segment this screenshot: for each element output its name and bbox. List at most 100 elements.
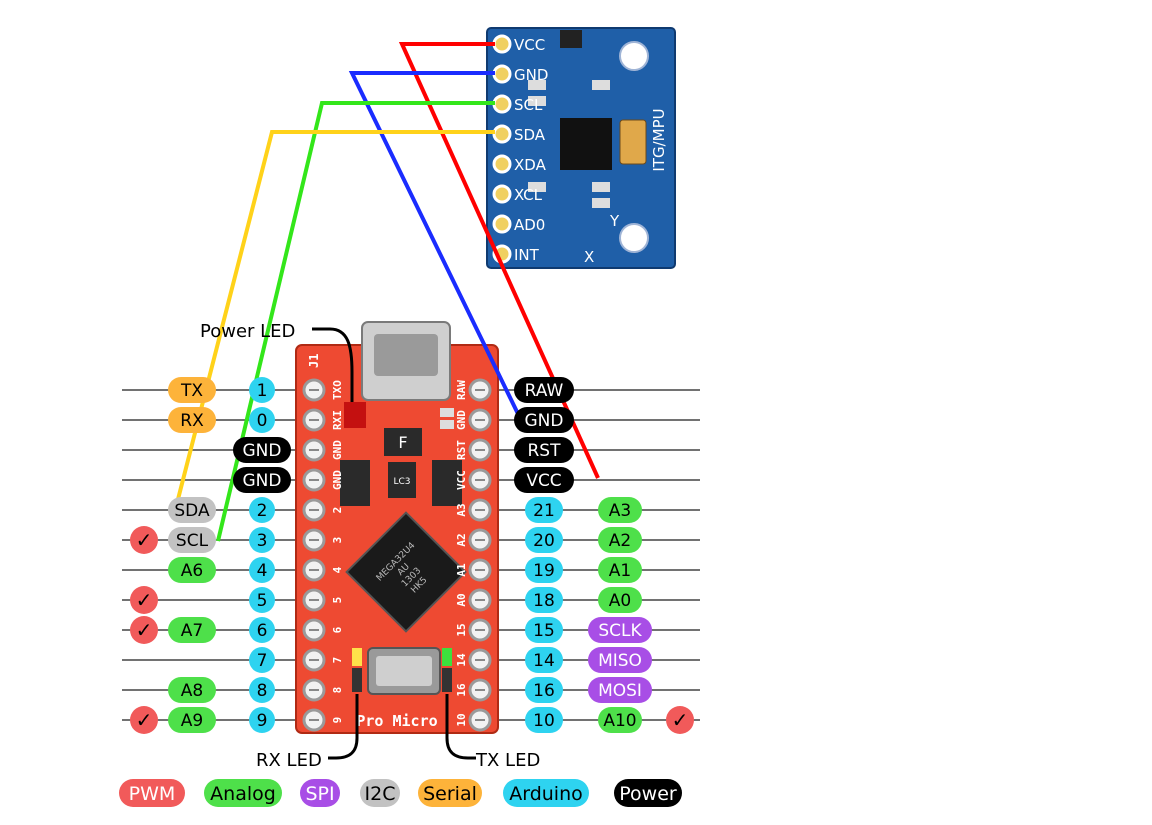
check-icon: ✓ bbox=[672, 708, 689, 732]
silk-right-label: A1 bbox=[455, 563, 468, 577]
mpu-pin-sda: SDA bbox=[514, 126, 546, 144]
right-pin-func-text: A3 bbox=[609, 501, 631, 521]
mpu-pin-xcl: XCL bbox=[514, 186, 543, 204]
right-pin-number-bg bbox=[514, 377, 574, 403]
power-led bbox=[344, 402, 366, 428]
legend-swatch bbox=[503, 779, 589, 807]
j1-label: J1 bbox=[307, 354, 321, 368]
right-pin-number: RST bbox=[514, 437, 574, 463]
legend-label: SPI bbox=[305, 783, 334, 805]
right-pin-func-text: MOSI bbox=[598, 681, 642, 701]
legend-label: Serial bbox=[423, 783, 477, 805]
right-pin-number: 15 bbox=[525, 617, 563, 643]
right-pin-number: 21 bbox=[525, 497, 563, 523]
right-pin-func: A0 bbox=[598, 587, 642, 613]
mpu-pin-pad bbox=[492, 124, 512, 144]
right-pin-number-bg bbox=[525, 497, 563, 523]
mpu-pin-pad bbox=[492, 154, 512, 174]
mpu-chip bbox=[560, 118, 612, 170]
right-pin-number-bg bbox=[525, 707, 563, 733]
left-pin-number-bg bbox=[249, 647, 275, 673]
right-pin-number-text: 14 bbox=[533, 651, 555, 671]
right-pin-func-text: SCLK bbox=[598, 621, 642, 641]
pwm-marker: ✓ bbox=[130, 706, 158, 734]
mpu-axis-x: X bbox=[584, 248, 594, 266]
pwm-marker-bg bbox=[130, 586, 158, 614]
right-pin-number: 18 bbox=[525, 587, 563, 613]
mpu-regulator bbox=[560, 30, 582, 48]
right-pin-number-bg bbox=[514, 467, 574, 493]
left-pin-number: 6 bbox=[249, 617, 275, 643]
left-pin-number-bg bbox=[249, 587, 275, 613]
left-pin-func-bg bbox=[168, 497, 216, 523]
right-pin-number-text: 15 bbox=[533, 621, 555, 641]
left-pin-func-text: A6 bbox=[181, 561, 203, 581]
right-pin-func-bg bbox=[598, 527, 642, 553]
left-pin-func: A7 bbox=[168, 617, 216, 643]
silk-left-label: 9 bbox=[331, 717, 344, 724]
right-pin-number-text: 21 bbox=[533, 501, 555, 521]
left-pin-func: TX bbox=[168, 377, 216, 403]
left-pin-number-bg bbox=[249, 377, 275, 403]
right-pin-number-bg bbox=[525, 647, 563, 673]
left-pin-number-bg bbox=[249, 407, 275, 433]
legend-label: Analog bbox=[210, 783, 276, 805]
right-pin-number-bg bbox=[514, 437, 574, 463]
rx-led bbox=[352, 648, 362, 666]
silk-left-label: 2 bbox=[331, 507, 344, 514]
left-pin-func-text: A8 bbox=[181, 681, 203, 701]
right-pin-func-bg bbox=[588, 677, 652, 703]
mpu-resistor bbox=[528, 96, 546, 106]
rx-led-callout-line bbox=[328, 694, 359, 760]
silk-right-label: GND bbox=[455, 410, 468, 430]
mpu-capacitor bbox=[619, 119, 647, 165]
left-pin-number: 2 bbox=[249, 497, 275, 523]
right-pin-number-text: 19 bbox=[533, 561, 555, 581]
silk-left-label: RXI bbox=[331, 410, 344, 430]
tx-led-resistor bbox=[442, 668, 452, 692]
mpu-pin-gnd: GND bbox=[514, 66, 548, 84]
check-icon: ✓ bbox=[136, 588, 153, 612]
tx-led-callout-line bbox=[445, 694, 476, 760]
right-pin-number-text: 20 bbox=[533, 531, 555, 551]
mpu-pin-pad bbox=[492, 34, 512, 54]
right-pin-func: SCLK bbox=[588, 617, 652, 643]
left-pin-func: GND bbox=[233, 437, 291, 463]
crystal-top bbox=[376, 656, 432, 686]
right-pin-number-text: 16 bbox=[533, 681, 555, 701]
fuse-label: F bbox=[398, 433, 407, 452]
left-pin-number: 8 bbox=[249, 677, 275, 703]
left-pin-func: RX bbox=[168, 407, 216, 433]
right-pin-number: RAW bbox=[514, 377, 574, 403]
mpu-pin-xda: XDA bbox=[514, 156, 547, 174]
right-pin-func: A3 bbox=[598, 497, 642, 523]
left-pin-func: SDA bbox=[168, 497, 216, 523]
right-pin-func: MISO bbox=[588, 647, 652, 673]
silk-left-label: 4 bbox=[331, 566, 344, 573]
right-pin-func-bg bbox=[588, 617, 652, 643]
legend-label: I2C bbox=[365, 783, 396, 805]
silk-right-label: 14 bbox=[455, 653, 468, 667]
left-pin-number-bg bbox=[249, 527, 275, 553]
mpu-pin-pad bbox=[492, 94, 512, 114]
right-pin-func-text: MISO bbox=[598, 651, 642, 671]
atmega-chip bbox=[345, 511, 467, 633]
mpu-axis-y: Y bbox=[609, 212, 620, 230]
mpu-pin-pad bbox=[492, 184, 512, 204]
left-pin-number-bg bbox=[249, 617, 275, 643]
left-pin-number-bg bbox=[249, 677, 275, 703]
left-pin-func-bg bbox=[168, 707, 216, 733]
mpu-pin-int: INT bbox=[514, 246, 540, 264]
right-pin-func: A2 bbox=[598, 527, 642, 553]
left-pin-func-bg bbox=[168, 407, 216, 433]
right-pin-func: A1 bbox=[598, 557, 642, 583]
right-pin-number-bg bbox=[525, 527, 563, 553]
right-pin-func-bg bbox=[598, 497, 642, 523]
silk-right-label: A2 bbox=[455, 533, 468, 546]
mpu-pin-pad bbox=[492, 64, 512, 84]
board-name: Pro Micro bbox=[356, 712, 437, 730]
right-pin-number-bg bbox=[525, 587, 563, 613]
